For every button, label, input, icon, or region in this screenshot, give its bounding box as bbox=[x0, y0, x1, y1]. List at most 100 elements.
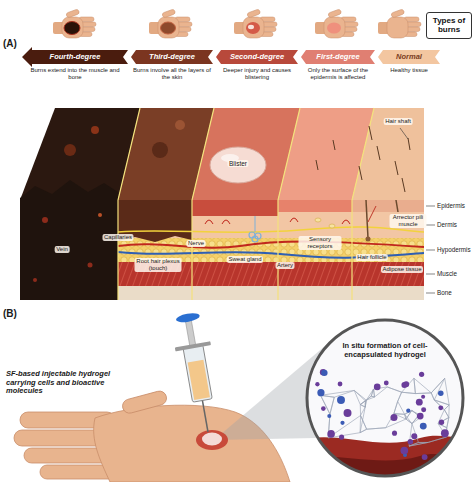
hydrogel-fibre bbox=[444, 405, 449, 410]
encapsulated-cell bbox=[421, 395, 425, 399]
hydrogel-fibre bbox=[444, 410, 448, 418]
syringe-part bbox=[175, 341, 211, 351]
treated-hand-part bbox=[121, 390, 168, 415]
layer-label: Bone bbox=[437, 289, 452, 296]
hydrogel-fibre bbox=[360, 405, 365, 408]
hydrogel-fibre bbox=[374, 389, 375, 397]
burn-hands-part bbox=[53, 9, 96, 38]
layer-label: Dermis bbox=[437, 221, 457, 228]
syringe bbox=[169, 311, 225, 435]
structure-label: Root hair plexus (touch) bbox=[135, 258, 182, 272]
structure-label: Sensory receptors bbox=[299, 236, 342, 250]
burn-description: Deeper injury and causes blistering bbox=[217, 67, 297, 81]
hydrogel-fibre bbox=[371, 389, 373, 396]
encapsulated-cell bbox=[411, 433, 417, 439]
layer-label: Epidermis bbox=[437, 202, 465, 209]
encapsulated-cell bbox=[321, 406, 326, 411]
hydrogel-fibre bbox=[414, 378, 415, 393]
structure-label: Adipose tissue bbox=[381, 266, 423, 273]
degree-label: Third-degree bbox=[131, 50, 213, 64]
hydrogel-fibre bbox=[444, 405, 449, 410]
encapsulated-cell bbox=[392, 431, 397, 436]
hydrogel-fibre bbox=[412, 424, 419, 443]
hydrogel-fibre bbox=[354, 390, 365, 400]
skin-cross-section-part bbox=[98, 213, 102, 217]
skin-cross-section-part bbox=[91, 126, 99, 134]
encapsulated-cell bbox=[406, 408, 410, 412]
hydrogel-fibre bbox=[415, 392, 431, 394]
encapsulated-cell bbox=[400, 447, 408, 455]
degree-arrow-segment: First-degree bbox=[301, 50, 375, 64]
hydrogel-fibre bbox=[374, 389, 375, 397]
hydrogel-fibre bbox=[365, 401, 366, 407]
encapsulated-cell bbox=[344, 409, 352, 417]
hydrogel-fibre bbox=[321, 390, 355, 395]
burn-hands bbox=[53, 9, 421, 38]
hydrogel-fibre bbox=[445, 378, 449, 405]
skin-cross-section-part bbox=[426, 293, 435, 294]
box-title: Types of burns bbox=[429, 16, 469, 34]
syringe-part bbox=[202, 399, 208, 432]
arrow-segment-fill bbox=[131, 50, 213, 64]
structure-label: Nerve bbox=[186, 240, 205, 247]
hydrogel-fibre bbox=[321, 395, 330, 414]
encapsulated-cell bbox=[390, 414, 397, 421]
burn-hands-part bbox=[327, 23, 341, 34]
hydrogel-fibre bbox=[431, 393, 434, 400]
encapsulated-cell bbox=[337, 396, 345, 404]
burn-hands-part bbox=[149, 9, 192, 38]
encapsulated-cell bbox=[439, 420, 444, 425]
hydrogel-fibre bbox=[361, 415, 367, 429]
skin-cross-section-part bbox=[366, 237, 371, 242]
hydrogel-fibre bbox=[431, 378, 444, 393]
skin-cross-section-part bbox=[118, 242, 424, 248]
encapsulated-cell bbox=[338, 382, 343, 387]
skin-cross-section-part bbox=[192, 200, 278, 216]
hydrogel-fibre bbox=[360, 429, 367, 432]
burn-description: Only the surface of the epidermis is aff… bbox=[302, 67, 374, 81]
hydrogel-fibre bbox=[367, 428, 386, 429]
skin-cross-section-part bbox=[426, 206, 435, 207]
degree-label: Second-degree bbox=[216, 50, 298, 64]
skin-cross-section-part bbox=[42, 217, 48, 223]
magnified-view bbox=[300, 320, 470, 482]
degree-arrow-segment: Second-degree bbox=[216, 50, 298, 64]
degree-arrow-segment: Fourth-degree bbox=[22, 50, 128, 64]
skin-cross-section-part bbox=[329, 224, 335, 228]
encapsulated-cell bbox=[315, 382, 319, 386]
hydrogel-fibre bbox=[431, 393, 434, 400]
hydrogel-fibre bbox=[398, 392, 402, 401]
layer-label: Hypodermis bbox=[437, 246, 471, 253]
syringe-part bbox=[188, 360, 210, 400]
degree-label: Fourth-degree bbox=[22, 50, 128, 64]
burn-description: Burns involve all the layers of the skin bbox=[132, 67, 212, 81]
hydrogel-fibre bbox=[428, 437, 447, 442]
syringe-part bbox=[175, 312, 200, 324]
encapsulated-cell bbox=[403, 381, 409, 387]
hydrogel-fibre bbox=[334, 390, 354, 397]
structure-label: Sweat gland bbox=[227, 256, 263, 263]
hydrogel-fibre bbox=[330, 397, 334, 414]
encapsulated-cell bbox=[317, 389, 324, 396]
hydrogel-fibre bbox=[366, 396, 371, 400]
skin-cross-section-part bbox=[315, 218, 321, 222]
degree-label: First-degree bbox=[301, 50, 375, 64]
skin-cross-section-part bbox=[396, 200, 398, 212]
skin-cross-section-part bbox=[64, 144, 76, 156]
structure-label: Vein bbox=[55, 246, 70, 253]
hydrogel-fibre bbox=[366, 389, 373, 400]
encapsulated-cell bbox=[441, 429, 449, 437]
burn-hands-part bbox=[64, 22, 80, 35]
arrow-segment-fill bbox=[378, 50, 440, 64]
encapsulated-cell bbox=[417, 413, 424, 420]
arrow-segment-fill bbox=[216, 50, 298, 64]
structure-label: Blister bbox=[227, 160, 248, 167]
encapsulated-cell bbox=[420, 423, 427, 430]
hydrogel-fibre bbox=[402, 392, 416, 393]
layer-label: Muscle bbox=[437, 270, 457, 277]
hydrogel-fibre bbox=[444, 410, 448, 418]
hydrogel-fibre bbox=[394, 401, 398, 413]
skin-cross-section-part bbox=[88, 263, 93, 268]
magnified-view-part bbox=[307, 320, 463, 476]
